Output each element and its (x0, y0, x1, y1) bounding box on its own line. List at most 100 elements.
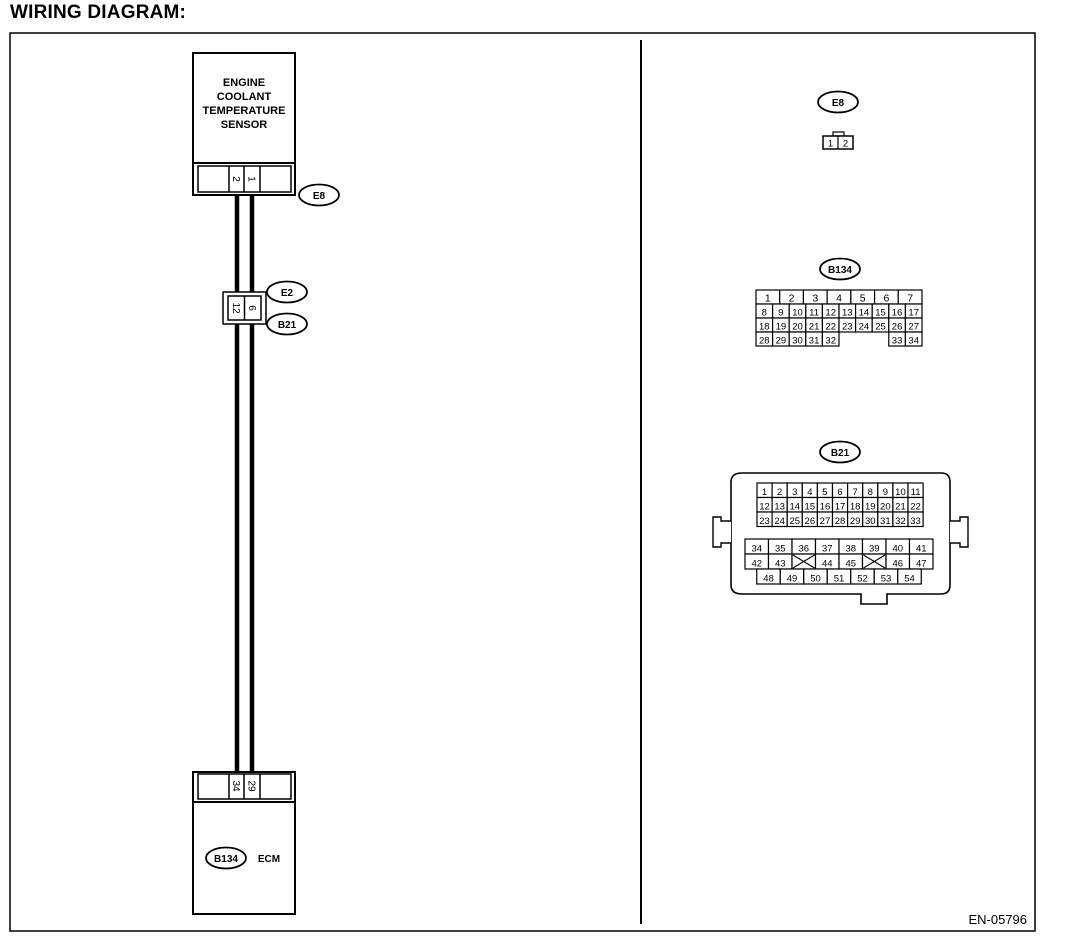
svg-text:20: 20 (792, 322, 803, 333)
b134-pin-18: 18 (755, 317, 774, 333)
diagram-frame (9, 32, 1036, 932)
svg-text:10: 10 (895, 487, 906, 498)
svg-text:20: 20 (880, 502, 891, 513)
svg-text:B21: B21 (278, 320, 297, 331)
svg-text:38: 38 (845, 544, 856, 555)
b134-pin-33: 33 (888, 331, 906, 347)
svg-text:6: 6 (884, 293, 890, 305)
b21-pin-7: 7 (846, 482, 864, 499)
svg-text:6: 6 (837, 487, 842, 498)
svg-text:34: 34 (751, 544, 762, 555)
svg-text:21: 21 (895, 502, 906, 513)
svg-text:28: 28 (759, 336, 770, 347)
b134-pin-19: 19 (771, 317, 790, 333)
ecm-label: ECM (258, 854, 280, 865)
b21-pin-5: 5 (816, 482, 834, 499)
b21-pin-33: 33 (907, 511, 924, 528)
svg-text:27: 27 (820, 516, 831, 527)
svg-text:18: 18 (759, 322, 770, 333)
connector-tag-b21-view: B21 (819, 440, 861, 464)
svg-text:8: 8 (762, 308, 767, 319)
b21-pin-43: 43 (767, 553, 793, 570)
b134-pin-24: 24 (854, 317, 873, 333)
sensor-pin-2: 2 (230, 176, 241, 182)
svg-text:22: 22 (825, 322, 836, 333)
svg-text:47: 47 (916, 559, 927, 570)
svg-text:21: 21 (809, 322, 820, 333)
b21-pin-1: 1 (756, 482, 773, 499)
b21-pin-20: 20 (877, 496, 894, 513)
svg-text:4: 4 (836, 293, 842, 305)
b134-pin-31: 31 (805, 331, 823, 347)
b134-pin-4: 4 (826, 289, 852, 305)
sensor-name-line-1: ENGINE (223, 77, 265, 89)
e8-face-pin-1: 1 (828, 139, 833, 150)
sensor-name-line-4: SENSOR (221, 119, 268, 131)
svg-text:41: 41 (916, 544, 927, 555)
e8-face-pin-2: 2 (843, 139, 848, 150)
b134-pin-15: 15 (871, 303, 890, 319)
svg-text:30: 30 (865, 516, 876, 527)
svg-text:42: 42 (751, 559, 762, 570)
svg-text:14: 14 (859, 308, 870, 319)
svg-text:E2: E2 (281, 288, 294, 299)
b134-pin-13: 13 (838, 303, 857, 319)
svg-text:25: 25 (789, 516, 800, 527)
wire-harness (234, 195, 255, 772)
b21-pin-14: 14 (786, 496, 803, 513)
connector-tag-e8-view: E8 (817, 90, 859, 114)
b21-pin-23: 23 (756, 511, 773, 528)
svg-text:40: 40 (892, 544, 903, 555)
svg-text:E8: E8 (313, 191, 326, 202)
svg-text:1: 1 (765, 293, 771, 305)
b134-pin-2: 2 (779, 289, 805, 305)
b21-pin-51: 51 (826, 568, 852, 585)
svg-text:45: 45 (845, 559, 856, 570)
svg-text:29: 29 (776, 336, 787, 347)
svg-text:32: 32 (825, 336, 836, 347)
svg-text:36: 36 (798, 544, 809, 555)
svg-text:31: 31 (809, 336, 820, 347)
b21-blank-cavity (791, 553, 817, 570)
b21-pin-16: 16 (816, 496, 834, 513)
connector-tag-b21: B21 (266, 312, 308, 336)
b21-pin-28: 28 (831, 511, 849, 528)
figure-code: EN-05796 (968, 912, 1027, 927)
b134-pin-23: 23 (838, 317, 857, 333)
b21-pin-15: 15 (801, 496, 818, 513)
svg-text:54: 54 (904, 574, 915, 585)
joint-pin-6: 6 (246, 305, 257, 311)
sensor-name-line-3: TEMPERATURE (203, 105, 286, 117)
b21-pin-9: 9 (877, 482, 894, 499)
b134-pin-6: 6 (873, 289, 899, 305)
svg-text:25: 25 (875, 322, 886, 333)
b21-pin-21: 21 (892, 496, 909, 513)
svg-text:B134: B134 (828, 265, 852, 276)
svg-text:53: 53 (881, 574, 892, 585)
svg-text:17: 17 (835, 502, 846, 513)
svg-text:24: 24 (859, 322, 870, 333)
svg-text:12: 12 (825, 308, 836, 319)
b21-pin-50: 50 (803, 568, 828, 585)
b21-pin-10: 10 (892, 482, 909, 499)
svg-text:11: 11 (809, 308, 819, 319)
svg-text:12: 12 (759, 502, 770, 513)
svg-text:11: 11 (911, 487, 921, 498)
svg-text:23: 23 (759, 516, 770, 527)
svg-text:B21: B21 (831, 448, 850, 459)
b134-pin-17: 17 (904, 303, 923, 319)
ecm-unit: 34 29 ECM (192, 771, 296, 915)
svg-text:33: 33 (910, 516, 921, 527)
b21-pin-31: 31 (877, 511, 894, 528)
svg-text:30: 30 (792, 336, 803, 347)
b21-pin-42: 42 (744, 553, 770, 570)
connector-tag-e2: E2 (266, 280, 308, 304)
b21-pin-17: 17 (831, 496, 849, 513)
svg-text:5: 5 (822, 487, 827, 498)
b134-pin-11: 11 (805, 303, 823, 319)
b134-pin-29: 29 (771, 331, 790, 347)
b134-pin-28: 28 (755, 331, 774, 347)
svg-text:E8: E8 (832, 98, 845, 109)
